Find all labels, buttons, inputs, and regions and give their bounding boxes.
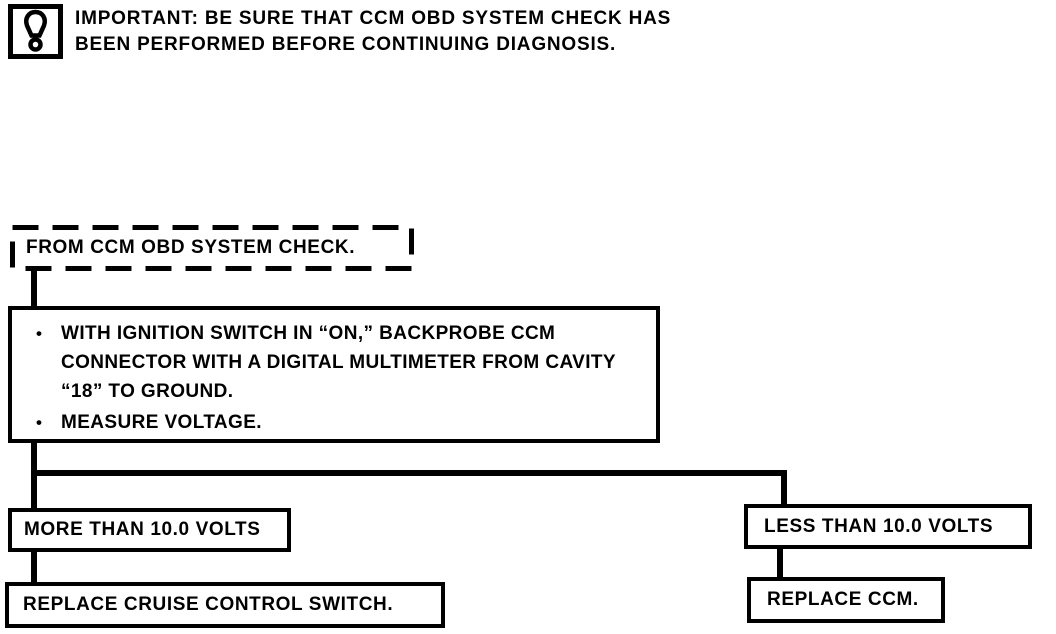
procedure-step: MEASURE VOLTAGE. xyxy=(32,408,634,437)
important-exclamation-icon xyxy=(8,4,63,59)
action-label: REPLACE CRUISE CONTROL SWITCH. xyxy=(23,594,394,615)
connector-start-to-procedure xyxy=(31,268,37,308)
important-note: IMPORTANT: BE SURE THAT CCM OBD SYSTEM C… xyxy=(75,6,795,58)
connector-right-branch-to-action xyxy=(777,547,783,578)
important-note-line1: IMPORTANT: BE SURE THAT CCM OBD SYSTEM C… xyxy=(75,8,672,29)
start-node: FROM CCM OBD SYSTEM CHECK. xyxy=(10,225,414,271)
procedure-step: WITH IGNITION SWITCH IN “ON,” BACKPROBE … xyxy=(32,319,634,406)
branch-condition-more-than: MORE THAN 10.0 VOLTS xyxy=(8,508,291,552)
branch-condition-label: LESS THAN 10.0 VOLTS xyxy=(764,515,994,537)
important-note-line2: BEEN PERFORMED BEFORE CONTINUING DIAGNOS… xyxy=(75,34,617,55)
branch-condition-label: MORE THAN 10.0 VOLTS xyxy=(24,519,261,540)
connector-branch-horizontal xyxy=(31,470,787,476)
action-replace-ccm: REPLACE CCM. xyxy=(747,577,945,623)
connector-to-right-branch xyxy=(781,470,787,506)
exclamation-glyph xyxy=(24,9,47,52)
action-label: REPLACE CCM. xyxy=(767,589,919,610)
dashed-border xyxy=(10,225,414,271)
branch-condition-less-than: LESS THAN 10.0 VOLTS xyxy=(744,504,1032,549)
start-label: FROM CCM OBD SYSTEM CHECK. xyxy=(26,237,356,258)
action-replace-cruise-control-switch: REPLACE CRUISE CONTROL SWITCH. xyxy=(5,582,445,628)
procedure-node: WITH IGNITION SWITCH IN “ON,” BACKPROBE … xyxy=(8,306,660,443)
connector-left-branch-to-action xyxy=(31,550,37,583)
